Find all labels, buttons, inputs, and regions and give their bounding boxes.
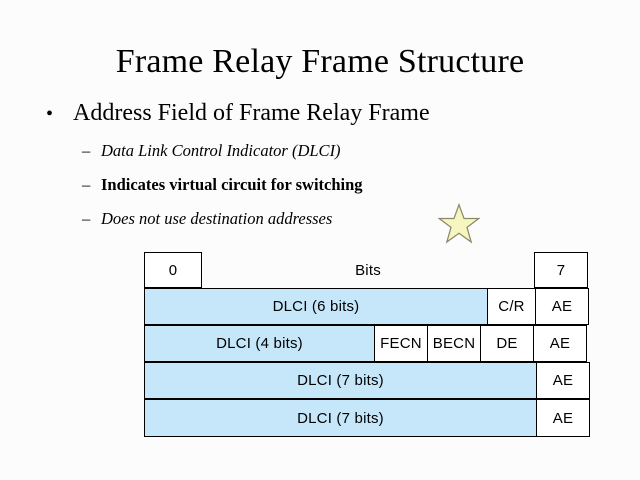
table-row: DLCI (7 bits) AE bbox=[144, 362, 590, 399]
star-icon bbox=[438, 203, 480, 244]
cell-cr: C/R bbox=[487, 288, 536, 325]
cell-dlci-7-bits: DLCI (7 bits) bbox=[144, 362, 537, 399]
cell-dlci-4-bits: DLCI (4 bits) bbox=[144, 325, 375, 362]
dash-marker-icon: – bbox=[82, 175, 91, 194]
header-bit-seven: 7 bbox=[534, 252, 588, 288]
bullet-level2-dlci: – Data Link Control Indicator (DLCI) bbox=[82, 140, 341, 162]
bullet-level2-destination: – Does not use destination addresses bbox=[82, 208, 332, 230]
table-row: DLCI (6 bits) C/R AE bbox=[144, 288, 590, 325]
table-header-row: 0 Bits 7 bbox=[144, 252, 590, 288]
cell-fecn: FECN bbox=[374, 325, 428, 362]
cell-ae: AE bbox=[536, 362, 590, 399]
table-row: DLCI (7 bits) AE bbox=[144, 399, 590, 437]
cell-de: DE bbox=[480, 325, 534, 362]
bullet-level2-label: Indicates virtual circuit for switching bbox=[101, 175, 363, 194]
cell-ae: AE bbox=[535, 288, 589, 325]
cell-ae: AE bbox=[536, 399, 590, 437]
cell-becn: BECN bbox=[427, 325, 481, 362]
dash-marker-icon: – bbox=[82, 209, 91, 228]
bullet-level2-virtual-circuit: – Indicates virtual circuit for switchin… bbox=[82, 174, 363, 196]
cell-dlci-6-bits: DLCI (6 bits) bbox=[144, 288, 488, 325]
header-bits-label: Bits bbox=[355, 261, 381, 279]
bullet-level1-label: Address Field of Frame Relay Frame bbox=[73, 100, 430, 126]
bullet-level1: • Address Field of Frame Relay Frame bbox=[46, 98, 430, 129]
table-row: DLCI (4 bits) FECN BECN DE AE bbox=[144, 325, 590, 362]
header-bit-zero: 0 bbox=[144, 252, 202, 288]
bullet-level2-label: Data Link Control Indicator (DLCI) bbox=[101, 141, 341, 160]
page-title: Frame Relay Frame Structure bbox=[115, 43, 525, 80]
cell-ae: AE bbox=[533, 325, 587, 362]
bullet-level2-label: Does not use destination addresses bbox=[101, 209, 333, 228]
dash-marker-icon: – bbox=[82, 141, 91, 160]
bullet-marker-icon: • bbox=[46, 103, 54, 125]
frame-structure-table: 0 Bits 7 DLCI (6 bits) C/R AE DLCI (4 bi… bbox=[144, 252, 590, 437]
cell-dlci-7-bits: DLCI (7 bits) bbox=[144, 399, 537, 437]
